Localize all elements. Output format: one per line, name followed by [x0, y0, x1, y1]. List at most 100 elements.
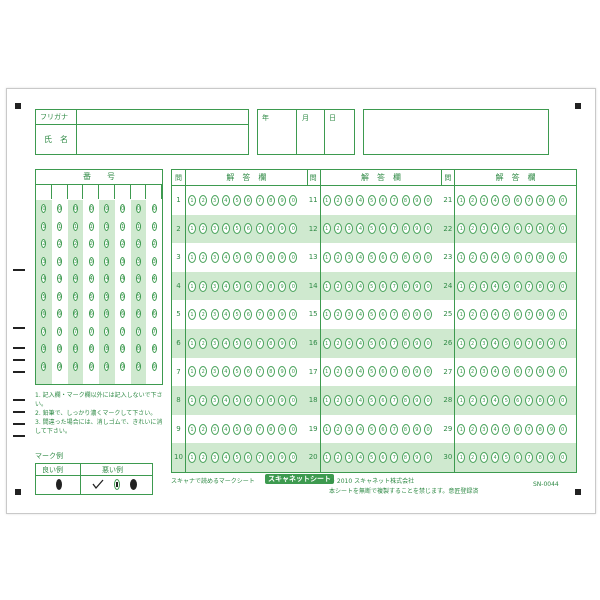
- answer-bubble[interactable]: 6: [378, 423, 387, 435]
- id-bubble[interactable]: 5: [104, 291, 110, 301]
- answer-bubble[interactable]: 9: [547, 423, 556, 435]
- answer-bubble[interactable]: 9: [278, 366, 287, 378]
- id-bubble[interactable]: 3: [104, 256, 110, 266]
- answer-bubble[interactable]: 1: [188, 337, 196, 349]
- answer-bubble[interactable]: 7: [255, 452, 264, 464]
- answer-bubble[interactable]: 7: [255, 251, 264, 263]
- answer-bubble[interactable]: 0: [289, 280, 298, 292]
- id-bubble[interactable]: 9: [72, 361, 78, 371]
- answer-bubble[interactable]: 6: [244, 251, 253, 263]
- answer-bubble[interactable]: 2: [199, 337, 208, 349]
- answer-bubble[interactable]: 9: [278, 337, 287, 349]
- answer-bubble[interactable]: 4: [356, 366, 365, 378]
- answer-bubble[interactable]: 6: [378, 452, 387, 464]
- answer-bubble[interactable]: 0: [289, 194, 298, 206]
- answer-bubble[interactable]: 8: [401, 337, 410, 349]
- answer-bubble[interactable]: 6: [244, 337, 253, 349]
- answer-bubble[interactable]: 5: [367, 223, 376, 235]
- answer-bubble[interactable]: 1: [457, 309, 466, 321]
- answer-bubble[interactable]: 4: [491, 223, 500, 235]
- answer-bubble[interactable]: 2: [468, 223, 477, 235]
- answer-bubble[interactable]: 0: [289, 337, 298, 349]
- answer-bubble[interactable]: 2: [333, 251, 342, 263]
- id-bubble[interactable]: 0: [151, 204, 157, 213]
- id-bubble[interactable]: 2: [120, 239, 126, 248]
- answer-bubble[interactable]: 0: [424, 394, 433, 406]
- answer-bubble[interactable]: 9: [412, 194, 421, 206]
- id-bubble[interactable]: 9: [41, 361, 47, 371]
- answer-bubble[interactable]: 5: [502, 423, 511, 435]
- answer-bubble[interactable]: 0: [424, 194, 433, 206]
- answer-bubble[interactable]: 7: [390, 394, 399, 406]
- answer-bubble[interactable]: 4: [491, 194, 500, 206]
- answer-bubble[interactable]: 4: [221, 309, 230, 321]
- answer-bubble[interactable]: 0: [289, 452, 298, 464]
- answer-bubble[interactable]: 2: [468, 423, 477, 435]
- id-bubble[interactable]: 2: [41, 239, 47, 248]
- answer-bubble[interactable]: 3: [210, 394, 219, 406]
- answer-bubble[interactable]: 5: [367, 452, 376, 464]
- id-bubble[interactable]: 4: [120, 274, 126, 283]
- answer-bubble[interactable]: 3: [345, 309, 354, 321]
- answer-bubble[interactable]: 3: [479, 223, 488, 235]
- answer-bubble[interactable]: 1: [457, 366, 466, 378]
- answer-bubble[interactable]: 4: [221, 337, 230, 349]
- answer-bubble[interactable]: 6: [244, 423, 253, 435]
- answer-bubble[interactable]: 7: [524, 194, 533, 206]
- answer-bubble[interactable]: 3: [210, 251, 219, 263]
- answer-bubble[interactable]: 3: [345, 251, 354, 263]
- answer-bubble[interactable]: 5: [367, 394, 376, 406]
- id-bubble[interactable]: 0: [72, 204, 78, 213]
- id-bubble[interactable]: 0: [88, 204, 94, 213]
- answer-bubble[interactable]: 6: [378, 280, 387, 292]
- answer-bubble[interactable]: 1: [322, 366, 331, 378]
- answer-bubble[interactable]: 2: [468, 309, 477, 321]
- answer-bubble[interactable]: 2: [333, 452, 342, 464]
- answer-bubble[interactable]: 7: [390, 194, 399, 206]
- answer-bubble[interactable]: 6: [244, 223, 253, 235]
- answer-bubble[interactable]: 4: [221, 366, 230, 378]
- answer-bubble[interactable]: 5: [502, 223, 511, 235]
- answer-bubble[interactable]: 2: [333, 423, 342, 435]
- answer-bubble[interactable]: 4: [356, 394, 365, 406]
- id-bubble[interactable]: 2: [88, 239, 94, 248]
- answer-bubble[interactable]: 1: [188, 251, 196, 263]
- answer-bubble[interactable]: 6: [244, 309, 253, 321]
- answer-bubble[interactable]: 1: [322, 394, 331, 406]
- id-bubble[interactable]: 1: [88, 221, 94, 231]
- answer-bubble[interactable]: 1: [188, 194, 196, 206]
- answer-bubble[interactable]: 7: [524, 366, 533, 378]
- id-bubble[interactable]: 3: [57, 256, 63, 266]
- id-bubble[interactable]: 9: [135, 361, 141, 371]
- answer-bubble[interactable]: 4: [221, 223, 230, 235]
- answer-bubble[interactable]: 1: [322, 309, 331, 321]
- answer-bubble[interactable]: 1: [188, 280, 196, 292]
- answer-bubble[interactable]: 1: [457, 280, 466, 292]
- answer-bubble[interactable]: 7: [255, 337, 264, 349]
- answer-bubble[interactable]: 3: [210, 223, 219, 235]
- answer-bubble[interactable]: 2: [468, 194, 477, 206]
- answer-bubble[interactable]: 8: [401, 223, 410, 235]
- answer-bubble[interactable]: 0: [558, 452, 567, 464]
- answer-bubble[interactable]: 5: [233, 423, 242, 435]
- id-bubble[interactable]: 4: [72, 274, 78, 283]
- answer-bubble[interactable]: 1: [188, 394, 196, 406]
- answer-bubble[interactable]: 0: [424, 280, 433, 292]
- id-bubble[interactable]: 4: [88, 274, 94, 283]
- answer-bubble[interactable]: 6: [513, 194, 522, 206]
- answer-bubble[interactable]: 9: [278, 280, 287, 292]
- answer-bubble[interactable]: 7: [524, 223, 533, 235]
- answer-bubble[interactable]: 7: [390, 337, 399, 349]
- answer-bubble[interactable]: 8: [401, 366, 410, 378]
- answer-bubble[interactable]: 2: [333, 194, 342, 206]
- answer-bubble[interactable]: 9: [278, 452, 287, 464]
- answer-bubble[interactable]: 8: [536, 251, 545, 263]
- answer-bubble[interactable]: 4: [356, 251, 365, 263]
- id-bubble[interactable]: 0: [120, 204, 126, 213]
- answer-bubble[interactable]: 3: [210, 309, 219, 321]
- answer-bubble[interactable]: 4: [491, 423, 500, 435]
- answer-bubble[interactable]: 7: [390, 223, 399, 235]
- answer-bubble[interactable]: 2: [199, 394, 208, 406]
- id-bubble[interactable]: 1: [104, 221, 110, 231]
- id-bubble[interactable]: 4: [104, 274, 110, 283]
